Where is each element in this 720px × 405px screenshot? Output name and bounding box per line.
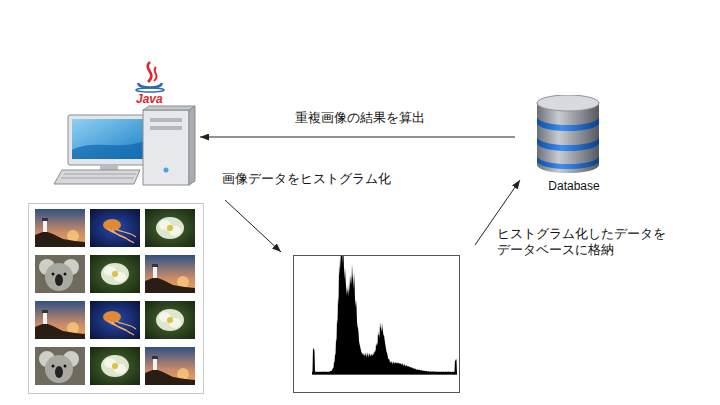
edge-label: 画像データをヒストグラム化 (222, 171, 391, 187)
java-logo-text: Java (136, 92, 163, 106)
computer-icon-art (50, 60, 200, 190)
photo-thumbnails (35, 209, 195, 385)
histogram-box (293, 255, 460, 393)
flow-arrow (200, 137, 515, 138)
database-label: Database (548, 179, 599, 193)
edge-label: ヒストグラム化したデータを データベースに格納 (497, 226, 687, 258)
histogram-box-art (294, 256, 461, 394)
database-icon-art (528, 95, 620, 175)
edge-label: 重複画像の結果を算出 (295, 110, 425, 126)
database-icon: Database (528, 95, 620, 200)
computer-icon: Java (50, 60, 200, 190)
flow-arrow (225, 200, 281, 252)
photo-frame (29, 204, 204, 394)
